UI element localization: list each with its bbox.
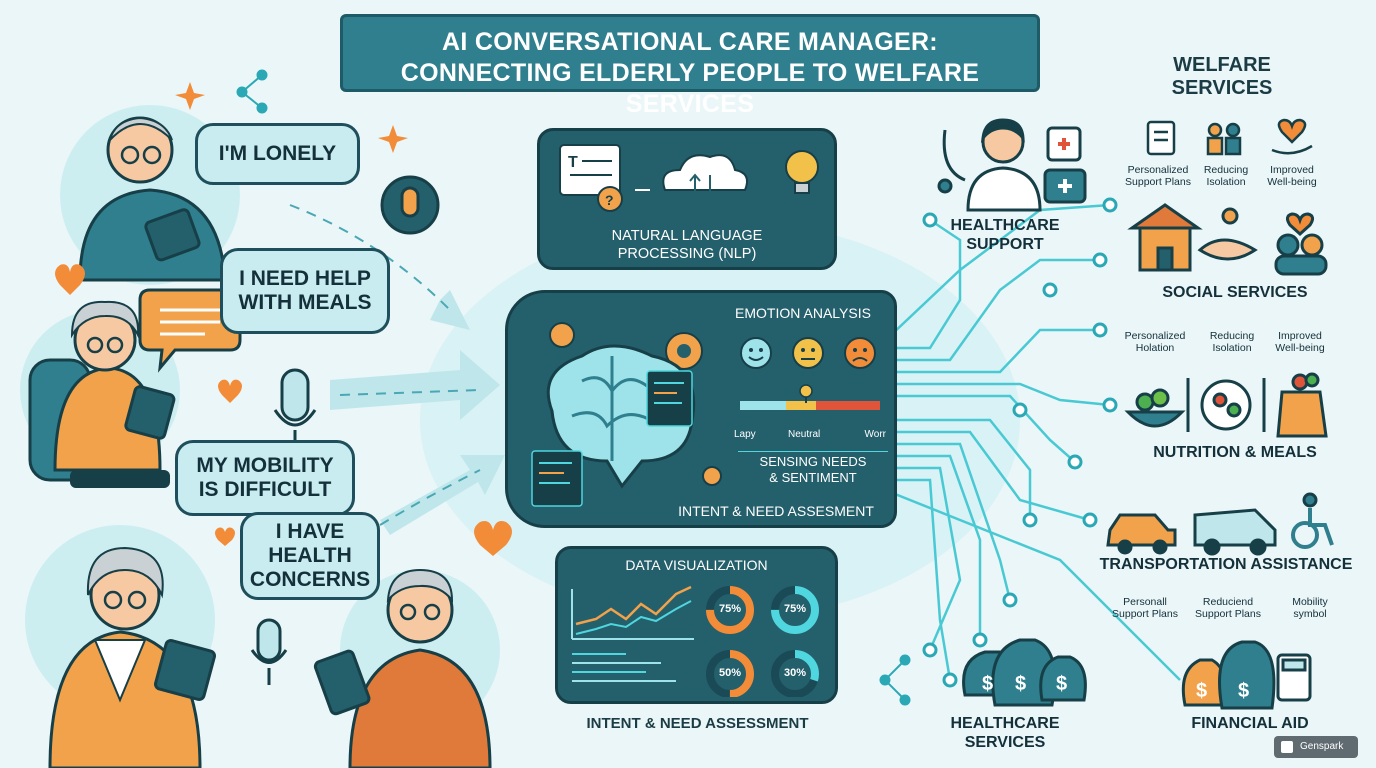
social-item-3-line-1: Improved: [1278, 330, 1322, 342]
scale-left-label: Lapy: [734, 429, 756, 440]
donut-arc-3: [706, 650, 754, 697]
donut-label-3: 50%: [718, 667, 742, 679]
speech-mobility-line-1: MY MOBILITY: [196, 454, 334, 477]
social-item-1: Personalized Holation: [1120, 330, 1190, 354]
emotion-title: EMOTION ANALYSIS: [735, 305, 871, 321]
svg-text:?: ?: [605, 192, 614, 208]
brain-illustration: [531, 322, 722, 507]
elderly-woman-1: [28, 300, 176, 488]
elderly-man-2: [313, 568, 492, 768]
donut-label-1: 75%: [718, 603, 742, 615]
welfare-top-item-1-line-2: Support Plans: [1125, 176, 1191, 188]
speech-bubble-meals: I NEED HELP WITH MEALS: [220, 248, 390, 334]
welfare-top-item-2-line-2: Isolation: [1206, 176, 1246, 188]
sensing-line-2: & SENTIMENT: [769, 470, 857, 485]
welfare-top-item-2-line-1: Reducing: [1203, 164, 1249, 176]
welfare-title: WELFARE SERVICES: [1152, 54, 1292, 100]
welfare-top-item-2: Reducing Isolation: [1196, 164, 1256, 188]
intent-need-assessment-footer: INTENT & NEED ASSESSMENT: [586, 715, 809, 732]
elderly-woman-2: [48, 546, 216, 768]
speech-bubble-mobility: MY MOBILITY IS DIFFICULT: [175, 440, 355, 516]
sentiment-scale: [740, 384, 880, 410]
social-item-1-line-1: Personalized: [1124, 330, 1186, 342]
transport-item-3-line-1: Mobility: [1292, 596, 1328, 608]
svg-text:$: $: [1056, 673, 1067, 695]
donut-arc-2: [771, 586, 819, 634]
scale-mid-label: Neutral: [788, 429, 821, 440]
speech-bubble-health: I HAVE HEALTH CONCERNS: [240, 512, 380, 600]
transport-item-1-line-1: Personall: [1123, 596, 1167, 608]
nlp-panel: T ? NATURAL LANGUAGE PROCESSING (NLP): [537, 128, 837, 270]
transport-item-3-line-2: symbol: [1293, 608, 1327, 620]
speech-health-line-3: CONCERNS: [249, 568, 371, 591]
svg-text:$: $: [1238, 680, 1249, 702]
nutrition-meals-label: NUTRITION & MEALS: [1153, 444, 1317, 461]
social-item-2-line-2: Isolation: [1212, 342, 1252, 354]
speech-meals-line-1: I NEED HELP: [239, 267, 371, 290]
welfare-top-item-1: Personalized Support Plans: [1118, 164, 1198, 188]
social-item-2: Reducing Isolation: [1200, 330, 1264, 354]
transport-item-2-line-2: Support Plans: [1195, 608, 1261, 620]
svg-text:T: T: [568, 154, 578, 171]
genspark-badge[interactable]: Genspark: [1274, 736, 1358, 758]
title-banner: AI CONVERSATIONAL CARE MANAGER: CONNECTI…: [340, 14, 1040, 118]
healthcare-services-line-2: SERVICES: [964, 734, 1046, 751]
healthcare-support-line-2: SUPPORT: [966, 236, 1044, 253]
social-item-3: Improved Well-being: [1268, 330, 1332, 354]
welfare-top-item-3: Improved Well-being: [1262, 164, 1322, 188]
title-line-2: CONNECTING ELDERLY PEOPLE TO WELFARE SER…: [400, 59, 980, 118]
donut-charts: [706, 586, 819, 697]
speech-mobility-line-2: IS DIFFICULT: [198, 478, 332, 501]
donut-label-2: 75%: [783, 603, 807, 615]
healthcare-support-label: HEALTHCARE SUPPORT: [940, 216, 1070, 254]
svg-text:$: $: [982, 673, 993, 695]
social-item-1-line-2: Holation: [1135, 342, 1175, 354]
healthcare-services-line-1: HEALTHCARE: [950, 715, 1060, 732]
transport-item-2-line-1: Reduciend: [1202, 596, 1254, 608]
welfare-top-item-3-line-2: Well-being: [1267, 176, 1317, 188]
elderly-man-1: [78, 116, 227, 282]
speech-health-line-1: I HAVE: [275, 520, 345, 543]
transport-item-2: Reduciend Support Plans: [1192, 596, 1264, 620]
emotion-analysis-panel: EMOTION ANALYSIS Lapy Neutral Worr SENSI…: [505, 290, 897, 528]
social-item-3-line-2: Well-being: [1275, 342, 1325, 354]
donut-arc-1: [706, 586, 754, 634]
welfare-top-item-3-line-1: Improved: [1270, 164, 1314, 176]
social-services-label: SOCIAL SERVICES: [1162, 284, 1308, 301]
genspark-badge-text: Genspark: [1300, 741, 1344, 752]
donut-label-4: 30%: [783, 667, 807, 679]
svg-text:$: $: [1196, 680, 1207, 702]
welfare-title-line-1: WELFARE: [1173, 54, 1271, 76]
donut-arc-4: [771, 650, 819, 697]
healthcare-support-line-1: HEALTHCARE: [950, 217, 1060, 234]
speech-bubble-lonely: I'M LONELY: [195, 123, 360, 185]
transport-item-1: Personall Support Plans: [1110, 596, 1180, 620]
speech-meals-line-2: WITH MEALS: [238, 291, 372, 314]
transport-item-1-line-2: Support Plans: [1112, 608, 1178, 620]
title-line-1: AI CONVERSATIONAL CARE MANAGER:: [442, 28, 938, 56]
intent-assesment-label: INTENT & NEED ASSESMENT: [678, 503, 874, 519]
healthcare-services-label: HEALTHCARE SERVICES: [945, 714, 1065, 752]
line-chart: [571, 585, 694, 682]
sensing-line-1: SENSING NEEDS: [759, 454, 867, 469]
welfare-top-item-1-line-1: Personalized: [1127, 164, 1189, 176]
welfare-title-line-2: SERVICES: [1171, 77, 1273, 99]
nlp-line-2: PROCESSING (NLP): [617, 246, 757, 262]
financial-aid-label: FINANCIAL AID: [1191, 715, 1309, 732]
svg-text:$: $: [1015, 673, 1026, 695]
genspark-icon: [1281, 741, 1293, 753]
nlp-icons: T ?: [559, 144, 819, 212]
transportation-assistance-label: TRANSPORTATION ASSISTANCE: [1099, 556, 1353, 573]
data-visualization-panel: DATA VISUALIZATION 75% 75% 50% 30%: [555, 546, 838, 704]
social-item-2-line-1: Reducing: [1209, 330, 1255, 342]
nlp-line-1: NATURAL LANGUAGE: [611, 228, 763, 244]
speech-lonely-text: I'M LONELY: [218, 142, 337, 165]
dataviz-title: DATA VISUALIZATION: [625, 557, 768, 573]
speech-health-line-2: HEALTH: [268, 544, 352, 567]
transport-item-3: Mobility symbol: [1280, 596, 1340, 620]
scale-right-label: Worr: [864, 429, 886, 440]
emotion-faces: [740, 337, 876, 369]
